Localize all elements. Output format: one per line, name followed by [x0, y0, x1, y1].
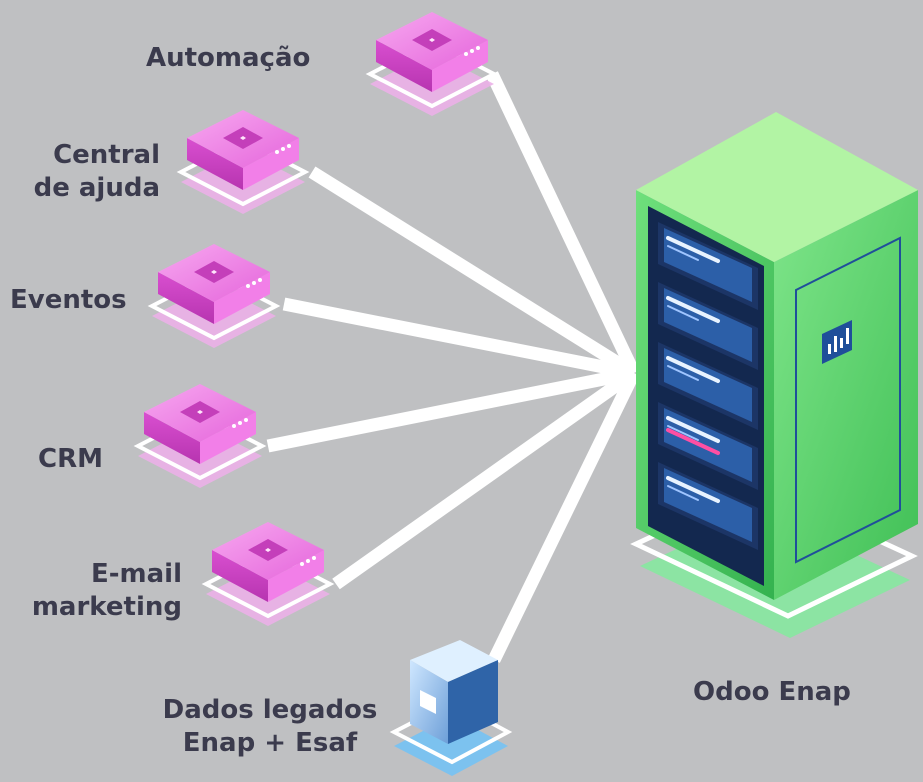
email-server-icon — [204, 520, 332, 628]
bar-chart-icon — [822, 320, 852, 364]
eventos-server-icon — [150, 242, 278, 350]
blue-cube-icon — [389, 640, 513, 776]
connector-email — [332, 367, 638, 590]
central-server-icon — [179, 108, 307, 216]
email-label: E-mail marketing — [31, 559, 182, 622]
connector-crm — [266, 366, 636, 453]
automacao-server-icon — [368, 10, 496, 118]
hub-label: Odoo Enap — [693, 677, 851, 707]
connector-automacao — [486, 71, 640, 376]
eventos-label: Eventos — [10, 285, 127, 315]
connector-central — [308, 166, 638, 379]
central-label: Central de ajuda — [33, 140, 160, 203]
crm-server-icon — [136, 382, 264, 490]
connector-legados — [488, 370, 640, 663]
green-server-rack-icon — [630, 112, 918, 638]
legados-label: Dados legados Enap + Esaf — [162, 695, 378, 758]
connector-eventos — [282, 297, 636, 380]
crm-label: CRM — [38, 444, 103, 474]
automacao-label: Automação — [146, 43, 311, 73]
connectors — [266, 71, 640, 663]
